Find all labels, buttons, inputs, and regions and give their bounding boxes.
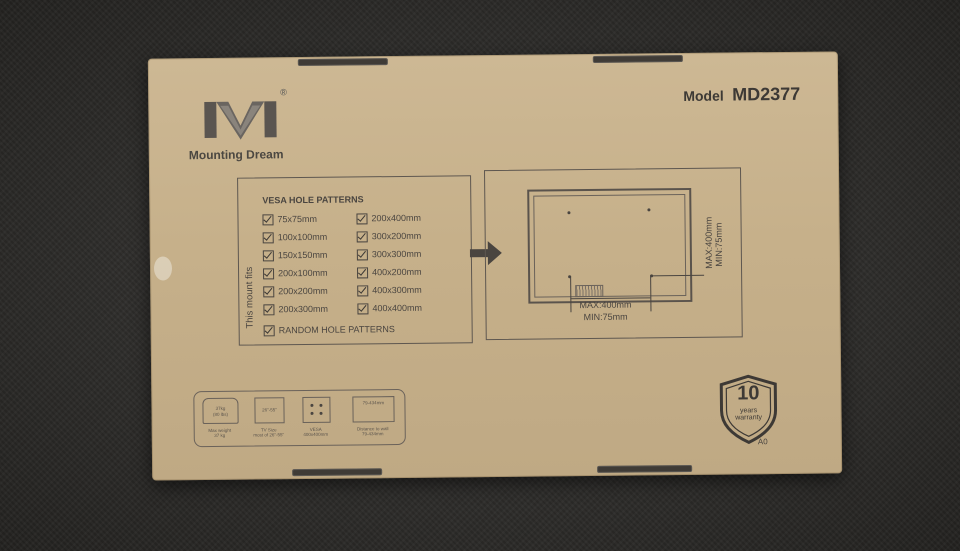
tape-strip xyxy=(592,55,683,63)
warranty-text: years warranty xyxy=(735,407,763,422)
tape-strip xyxy=(292,468,383,477)
vesa-item: 200x100mm xyxy=(263,264,328,283)
vesa-item: 300x300mm xyxy=(356,245,422,264)
arrow-right-icon xyxy=(469,241,502,266)
vesa-item: 100x100mm xyxy=(262,228,328,247)
print-code: A0 xyxy=(757,437,768,447)
warranty-shield-icon xyxy=(719,374,778,445)
tv-label-sticker xyxy=(575,284,604,298)
warranty-years: 10 xyxy=(737,382,760,405)
tv-size-icon: 26"-55" xyxy=(254,397,285,424)
weight-caption: Max weight 37 kg xyxy=(208,427,232,438)
checkbox-icon xyxy=(357,302,369,314)
weight-icon: 37kg (80 lbs) xyxy=(202,397,239,425)
checkbox-icon xyxy=(356,230,368,242)
vesa-icon xyxy=(302,396,331,424)
brand-name: Mounting Dream xyxy=(188,147,284,163)
registered-mark: ® xyxy=(280,87,287,98)
mount-hole xyxy=(647,208,651,212)
wall-distance-caption: Distance to wall 79-434mm xyxy=(356,426,389,437)
vesa-item: 400x300mm xyxy=(357,281,422,300)
checkbox-icon xyxy=(262,231,274,243)
cardboard-box: ® Mounting Dream Model MD2377 VESA HOLE … xyxy=(147,51,843,481)
mount-hole xyxy=(567,211,571,215)
vesa-title: VESA HOLE PATTERNS xyxy=(262,194,364,206)
vesa-caption: VESA 400x400mm xyxy=(303,426,329,438)
vesa-item: 200x200mm xyxy=(263,282,328,301)
wall-distance-icon: 79-434mm xyxy=(352,396,395,423)
tape-strip xyxy=(297,58,388,67)
random-patterns-item: RANDOM HOLE PATTERNS xyxy=(263,320,395,339)
vesa-patterns-panel: VESA HOLE PATTERNS This mount fits 75x75… xyxy=(237,175,473,346)
tape-strip xyxy=(597,464,693,473)
checkbox-icon xyxy=(357,266,369,278)
mount-fits-label: This mount fits xyxy=(243,266,256,329)
checkbox-icon xyxy=(263,303,275,315)
checkbox-icon xyxy=(262,249,274,261)
checkbox-icon xyxy=(356,248,368,260)
tv-back-diagram: MAX:400mm MIN:75mm MAX:400mm MIN:75mm xyxy=(483,167,743,341)
vesa-column-1: 75x75mm 100x100mm 150x150mm 200x100mm 20… xyxy=(262,210,328,319)
checkbox-icon xyxy=(357,284,369,296)
vesa-item: 300x200mm xyxy=(356,227,422,246)
vesa-item: 150x150mm xyxy=(262,246,328,265)
tv-size-caption: TV Size most of 26"-55" xyxy=(253,427,285,438)
vesa-item: 400x400mm xyxy=(357,299,422,318)
checkbox-icon xyxy=(263,267,275,279)
box-scuff xyxy=(153,256,173,281)
vertical-max: MAX:400mm xyxy=(703,216,715,269)
checkbox-icon xyxy=(263,285,275,297)
vesa-column-2: 200x400mm 300x200mm 300x300mm 400x200mm … xyxy=(356,209,422,318)
checkbox-icon xyxy=(263,324,275,336)
vertical-min: MIN:75mm xyxy=(713,222,725,267)
brand-logo xyxy=(200,95,290,142)
specs-bar: 37kg (80 lbs) Max weight 37 kg 26"-55" T… xyxy=(193,388,406,448)
vesa-item: 75x75mm xyxy=(262,210,327,229)
vesa-item: 400x200mm xyxy=(357,263,422,282)
checkbox-icon xyxy=(262,213,274,225)
model-prefix: Model xyxy=(683,87,724,105)
vesa-item: 200x400mm xyxy=(356,209,421,228)
checkbox-icon xyxy=(356,212,368,224)
tv-frame-inner xyxy=(533,194,687,298)
tv-frame xyxy=(527,187,693,304)
model-label: Model MD2377 xyxy=(683,84,800,106)
vesa-item: 200x300mm xyxy=(263,300,328,319)
model-number: MD2377 xyxy=(732,83,801,105)
horizontal-max: MAX:400mm xyxy=(579,299,632,311)
horizontal-min: MIN:75mm xyxy=(583,311,628,323)
